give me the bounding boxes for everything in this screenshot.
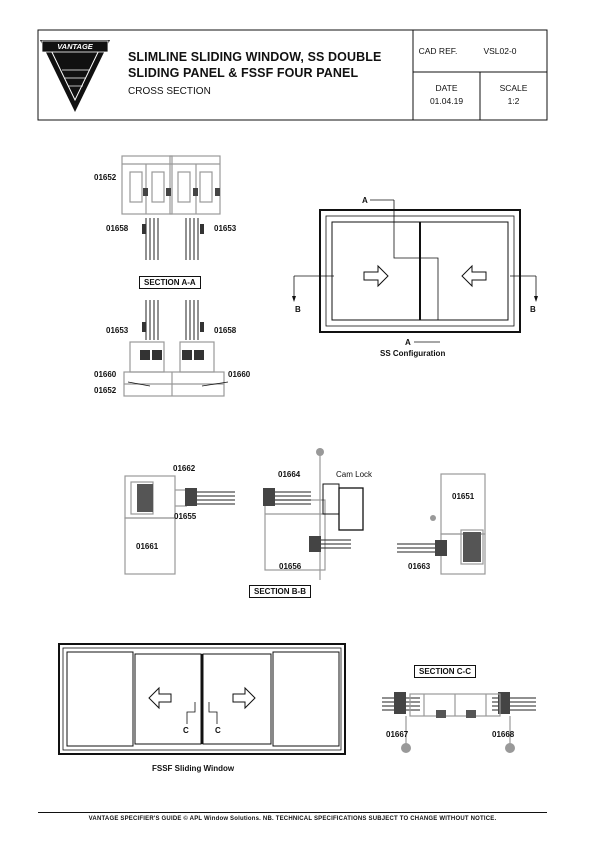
part-label-01658-bottom: 01658	[214, 326, 237, 335]
part-label-01651: 01651	[452, 492, 475, 501]
fssf-window-label: FSSF Sliding Window	[152, 764, 235, 773]
marker-b-right: B	[530, 305, 536, 314]
part-label-01668: 01668	[492, 730, 515, 739]
part-label-01663: 01663	[408, 562, 431, 571]
date-value: 01.04.19	[429, 96, 464, 106]
section-aa-drawing	[121, 155, 229, 397]
part-label-01656: 01656	[279, 562, 302, 571]
marker-b-left: B	[295, 305, 301, 314]
part-label-01653-top: 01653	[214, 224, 237, 233]
section-cc-label: SECTION C-C	[414, 665, 476, 678]
title-line-2: SLIDING PANEL & FSSF FOUR PANEL	[128, 66, 359, 80]
part-label-01667: 01667	[386, 730, 409, 739]
part-label-01652-top: 01652	[94, 173, 117, 182]
section-cc-drawing	[382, 692, 536, 753]
title-block-frame	[37, 29, 548, 121]
cam-lock-label: Cam Lock	[336, 470, 373, 479]
section-bb-label: SECTION B-B	[249, 585, 311, 598]
fssf-window-drawing	[58, 643, 346, 755]
marker-c-left: C	[183, 726, 189, 735]
date-label: DATE	[435, 83, 458, 93]
vantage-logo	[40, 40, 110, 112]
section-aa-label: SECTION A-A	[139, 276, 201, 289]
title-subtitle: CROSS SECTION	[128, 86, 211, 97]
part-label-01658-top: 01658	[106, 224, 129, 233]
scale-label: SCALE	[499, 83, 528, 93]
footer-text: VANTAGE SPECIFIER'S GUIDE © APL Window S…	[88, 816, 497, 822]
cad-ref-value: VSL02-0	[483, 46, 517, 56]
part-label-01664: 01664	[278, 470, 301, 479]
part-label-01660-right: 01660	[228, 370, 251, 379]
section-bb-drawing	[124, 448, 486, 580]
title-line-1: SLIMLINE SLIDING WINDOW, SS DOUBLE	[128, 50, 382, 64]
scale-value: 1:2	[507, 96, 520, 106]
ss-configuration-drawing	[292, 199, 538, 343]
logo-text: VANTAGE	[57, 42, 93, 51]
part-label-01661: 01661	[136, 542, 159, 551]
footer-rule	[38, 812, 547, 813]
part-label-01655: 01655	[174, 512, 197, 521]
marker-a-bottom: A	[405, 338, 411, 347]
ss-configuration-label: SS Configuration	[380, 349, 446, 358]
marker-a-top: A	[362, 196, 368, 205]
part-label-01653-bottom: 01653	[106, 326, 129, 335]
part-label-01662: 01662	[173, 464, 196, 473]
marker-c-right: C	[215, 726, 221, 735]
cad-ref-label: CAD REF.	[418, 46, 458, 56]
part-label-01652-bottom: 01652	[94, 386, 117, 395]
part-label-01660-left: 01660	[94, 370, 117, 379]
